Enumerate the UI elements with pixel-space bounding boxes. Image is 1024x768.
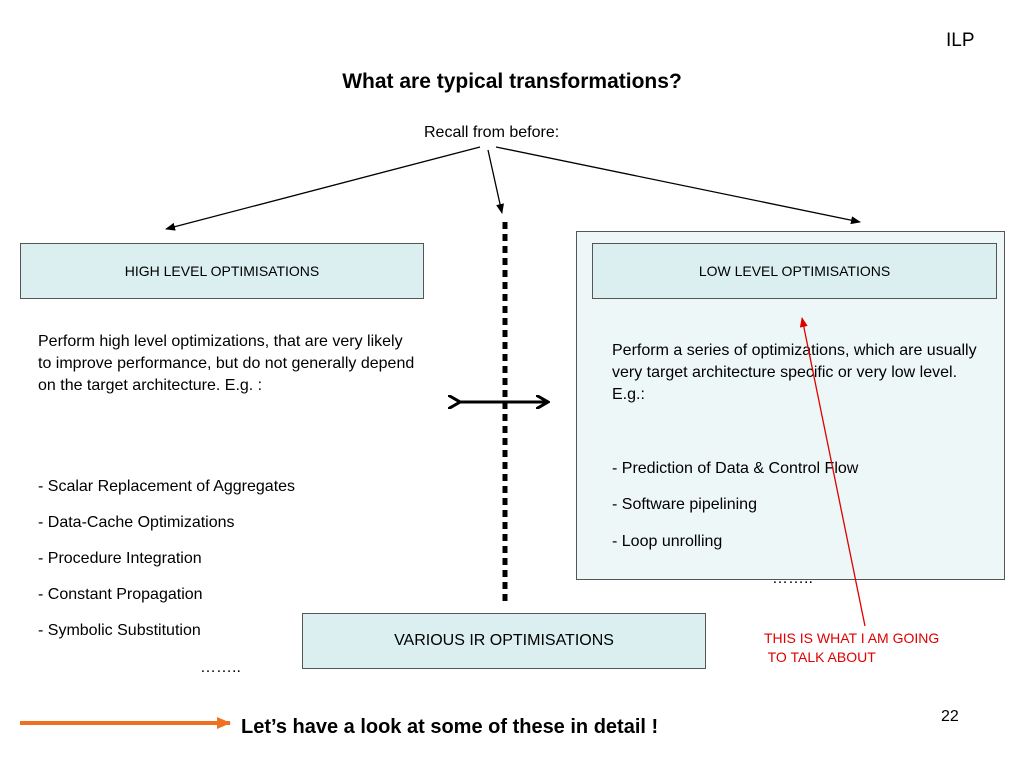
- high-level-box: HIGH LEVEL OPTIMISATIONS: [20, 243, 424, 299]
- high-item: - Constant Propagation: [38, 586, 203, 603]
- annotation-line: THIS IS WHAT I AM GOING: [764, 630, 940, 646]
- slide-number: 22: [941, 708, 959, 725]
- high-more: ……..: [200, 659, 241, 676]
- high-item: - Symbolic Substitution: [38, 622, 201, 639]
- low-item: - Loop unrolling: [612, 533, 723, 550]
- high-level-label: HIGH LEVEL OPTIMISATIONS: [124, 263, 320, 279]
- ir-label: VARIOUS IR OPTIMISATIONS: [394, 632, 614, 649]
- recall-arrow-center: [487, 149, 504, 214]
- low-level-box: LOW LEVEL OPTIMISATIONS: [592, 243, 997, 299]
- low-level-description: Perform a series of optimizations, which…: [612, 342, 977, 403]
- ir-box: VARIOUS IR OPTIMISATIONS: [302, 613, 706, 669]
- low-item: - Prediction of Data & Control Flow: [612, 460, 859, 477]
- annotation-note: THIS IS WHAT I AM GOING TO TALK ABOUT: [764, 629, 939, 667]
- annotation-line: TO TALK ABOUT: [764, 649, 876, 665]
- low-level-label: LOW LEVEL OPTIMISATIONS: [698, 263, 891, 279]
- high-item: - Scalar Replacement of Aggregates: [38, 478, 296, 495]
- slide-title: What are typical transformations?: [342, 70, 682, 93]
- recall-label: Recall from before:: [424, 124, 560, 141]
- header-tag: ILP: [946, 30, 975, 51]
- footer-message: Let’s have a look at some of these in de…: [241, 716, 659, 738]
- recall-arrow-left: [165, 146, 481, 231]
- recall-arrow-right: [495, 146, 861, 225]
- low-more: ……..: [772, 570, 813, 587]
- annotation-arrow: [799, 317, 866, 627]
- low-item: - Software pipelining: [612, 496, 757, 513]
- high-level-description: Perform high level optimizations, that a…: [38, 333, 415, 394]
- high-item: - Data-Cache Optimizations: [38, 514, 235, 531]
- high-item: - Procedure Integration: [38, 550, 202, 567]
